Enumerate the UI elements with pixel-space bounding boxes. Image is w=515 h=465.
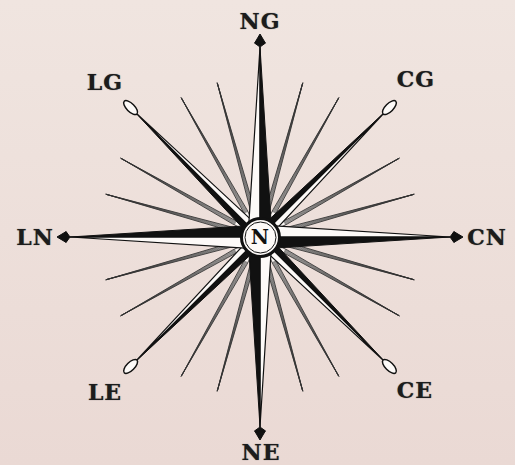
direction-label: CE (397, 377, 433, 403)
center-circle: N (240, 217, 281, 258)
teardrop-tip (380, 357, 398, 375)
ray-hatching (106, 244, 233, 280)
intercardinal-point (134, 111, 260, 237)
cardinal-point (249, 47, 260, 237)
direction-label: LE (88, 379, 122, 405)
intercardinal-point (260, 111, 386, 237)
ray-hatching (106, 243, 233, 280)
cardinal-tip (255, 34, 266, 47)
cardinal-point (70, 237, 260, 248)
direction-label: LG (87, 69, 123, 95)
direction-label: CG (397, 66, 435, 92)
circle-ring (241, 218, 279, 256)
center-letter: N (251, 225, 269, 249)
ray-hatching (217, 83, 253, 210)
direction-label: NE (242, 439, 281, 465)
cardinal-tip (66, 232, 67, 243)
ray-hatching (266, 264, 303, 391)
cardinal-tip (255, 43, 266, 44)
ray-hatching (287, 194, 414, 230)
cardinal-tip (255, 430, 266, 431)
direction-label: CN (467, 224, 507, 250)
cardinal-point (249, 237, 260, 427)
intercardinal-point (260, 237, 386, 363)
cardinal-point (260, 237, 271, 427)
intercardinal-point (134, 237, 260, 363)
ray-hatching (267, 264, 303, 391)
ray-hatching (217, 83, 254, 210)
teardrop-tip (121, 98, 139, 116)
direction-label: LN (16, 224, 54, 250)
circle-ring (245, 222, 276, 253)
ray-hatching (287, 194, 414, 231)
teardrop-tip (121, 357, 139, 375)
cardinal-point (260, 237, 450, 248)
intercardinal-point (134, 111, 260, 237)
intercardinal-point (260, 237, 386, 363)
intercardinal-point (134, 237, 260, 363)
cardinal-tip (255, 427, 266, 440)
direction-label: NG (240, 8, 281, 34)
intercardinal-point (260, 111, 386, 237)
cardinal-tip (57, 232, 70, 243)
cardinal-point (260, 47, 271, 237)
teardrop-tip (380, 98, 398, 116)
cardinal-tip (450, 232, 463, 243)
cardinal-tip (453, 232, 454, 243)
cardinal-point (70, 226, 260, 237)
cardinal-point (260, 226, 450, 237)
